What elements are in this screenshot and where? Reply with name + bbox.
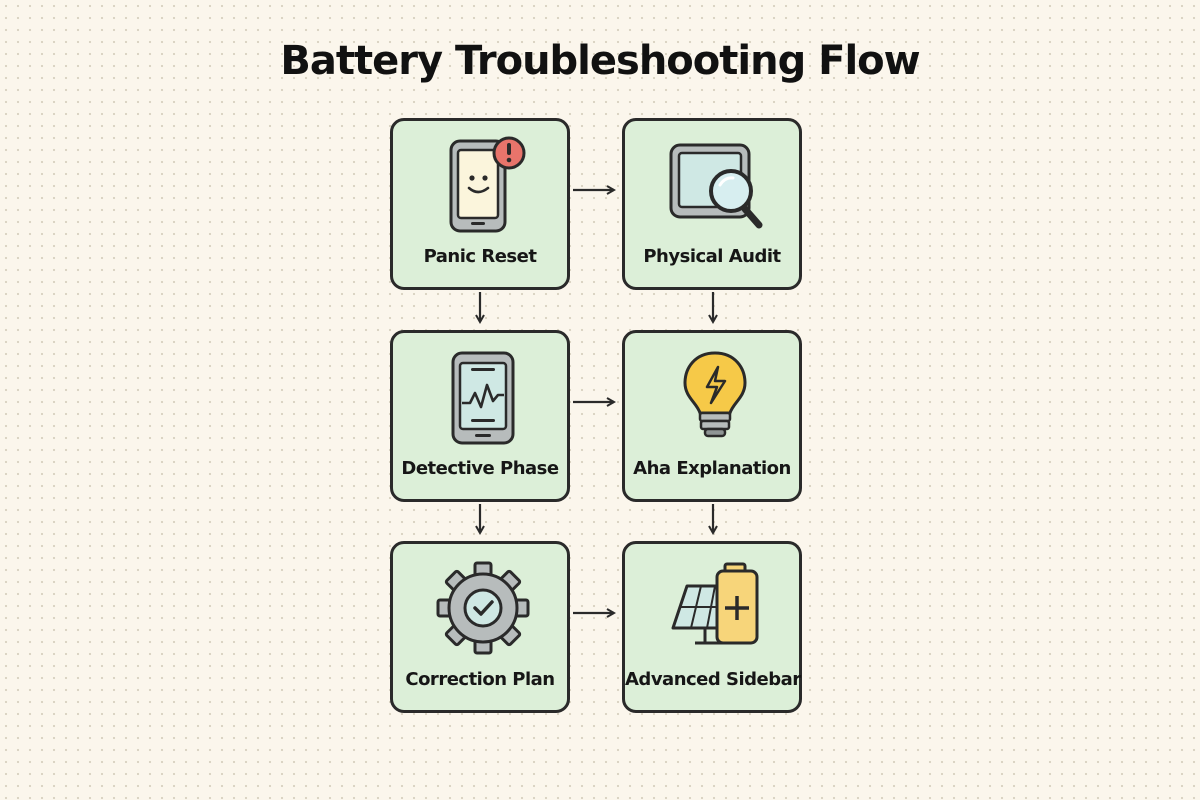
node-correction-plan: Correction Plan bbox=[390, 541, 570, 713]
solar-battery-icon bbox=[671, 562, 759, 645]
diagram-title: Battery Troubleshooting Flow bbox=[280, 38, 920, 84]
node-physical-audit: Physical Audit bbox=[622, 118, 802, 290]
phone-alert-icon bbox=[449, 136, 526, 233]
node-label: Correction Plan bbox=[405, 669, 555, 690]
node-panic-reset: Panic Reset bbox=[390, 118, 570, 290]
gear-check-icon bbox=[436, 561, 530, 655]
node-advanced-sidebar: Advanced Sidebar bbox=[622, 541, 802, 713]
lightbulb-icon bbox=[683, 351, 747, 438]
node-label: Physical Audit bbox=[643, 246, 781, 267]
node-label: Detective Phase bbox=[401, 458, 559, 479]
node-label: Panic Reset bbox=[423, 246, 537, 267]
node-label: Advanced Sidebar bbox=[625, 669, 801, 690]
phone-graph-icon bbox=[451, 351, 515, 445]
node-aha-explanation: Aha Explanation bbox=[622, 330, 802, 502]
tablet-magnifier-icon bbox=[669, 143, 763, 229]
node-label: Aha Explanation bbox=[633, 458, 791, 479]
node-detective-phase: Detective Phase bbox=[390, 330, 570, 502]
